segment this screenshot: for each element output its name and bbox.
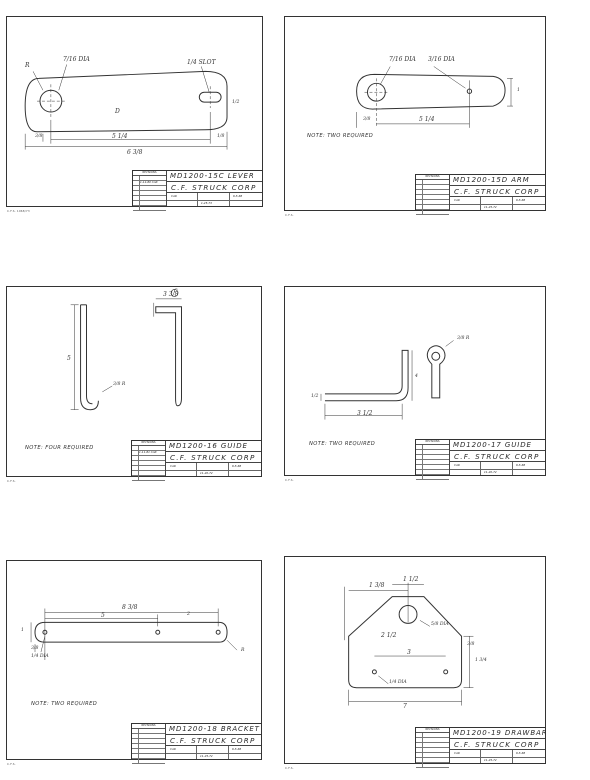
sheet-footer: C.F.S. — [7, 762, 16, 766]
drawing-sheet-drawbar: 1 3/8 1 1/2 5/8 DIA 2 1/2 3 1/4 DIA 7 1 … — [284, 556, 547, 770]
tb-checked: 6-5-68 — [516, 198, 526, 202]
dim-hole-dia: 1/4 DIA — [31, 654, 49, 659]
dim-edge: 3/8 — [31, 646, 39, 651]
company-name: C.F. STRUCK CORP — [450, 739, 545, 750]
dim-large-hole: 7/16 DIA — [389, 56, 416, 63]
sheet-footer: C.F.S. — [7, 479, 16, 483]
tb-date: 11-20-72 — [484, 470, 497, 474]
dim-top-width: 1 1/2 — [403, 576, 419, 583]
sheet-footer: C.F.S. — [285, 766, 294, 770]
title-block: REVISIONS MD1200-17 GUIDE C.F. STRUCK CO… — [415, 439, 545, 480]
drawing-sheet-arm: 7/16 DIA 3/16 DIA 5 1/4 3/8 1 NOTE: TWO … — [284, 16, 546, 217]
drawing-title: MD1200-17 GUIDE — [450, 440, 545, 451]
dim-circle-c: C — [174, 289, 178, 294]
title-block: REVISIONS MD1200-19 DRAWBAR C.F. STRUCK … — [415, 727, 547, 768]
dim-length: 5 1/4 — [419, 116, 435, 123]
drawbar-drawing — [344, 582, 474, 706]
arm-drawing — [356, 66, 513, 128]
drawing-title: MD1200-15D ARM — [450, 175, 545, 186]
guide-17-drawing — [320, 340, 454, 420]
tb-checked: 6-5-68 — [516, 751, 526, 755]
sheet-footer: C.F.S. 1968/73 — [7, 209, 30, 213]
drawing-title: MD1200-15C LEVER — [167, 171, 262, 182]
dim-small-hole: 1/4 DIA — [389, 680, 407, 685]
tb-date: 1-25-73 — [201, 201, 212, 205]
revision-note: 1-11-81 CAR — [139, 450, 157, 454]
dim-edge-left: 3/8 — [35, 134, 43, 139]
dim-radius: R — [25, 62, 30, 69]
dim-left-offset: 1 3/8 — [369, 582, 385, 589]
drawing-sheet-lever: R 7/16 DIA 1/4 SLOT D 5 1/4 6 3/8 3/8 1/… — [6, 16, 263, 213]
drawing-sheet-bracket: 8 3/8 5 2 3/8 1 1/4 DIA R NOTE: TWO REQU… — [6, 560, 262, 766]
required-note: NOTE: TWO REQUIRED — [307, 133, 374, 139]
dim-bend-radius: 3/8 R — [113, 382, 126, 387]
title-block: REVISIONS MD1200-18 BRACKET C.F. STRUCK … — [131, 723, 261, 764]
tb-checked: 6-5-68 — [232, 747, 242, 751]
bracket-drawing — [30, 608, 238, 660]
dim-edge: 3/8 — [467, 642, 475, 647]
drawing-title: MD1200-18 BRACKET — [166, 724, 261, 735]
dim-edge: 3/8 — [363, 117, 371, 122]
company-name: C.F. STRUCK CORP — [450, 186, 545, 197]
drawing-title: MD1200-16 GUIDE — [166, 441, 261, 452]
sheet-footer: C.F.S. — [285, 478, 294, 482]
required-note: NOTE: FOUR REQUIRED — [25, 445, 94, 451]
company-name: C.F. STRUCK CORP — [450, 451, 545, 462]
title-block: REVISIONS 1-11-81 CAR MD1200-16 GUIDE C.… — [131, 440, 261, 481]
title-block: REVISIONS 1-14-80 CAR MD1200-15C LEVER C… — [132, 170, 262, 211]
dim-overall: 7 — [403, 703, 407, 710]
tb-checked: 6-5-68 — [233, 194, 243, 198]
dim-height: 1 3/4 — [475, 658, 487, 663]
tb-date: 11-25-72 — [200, 754, 213, 758]
company-name: C.F. STRUCK CORP — [167, 182, 262, 193]
drawing-sheet-guide-16: 3 3/8 3/8 R 5 C NOTE: FOUR REQUIRED REVI… — [6, 286, 262, 483]
dim-hole-spacing: 3 — [407, 649, 411, 656]
dim-slot: 1/4 SLOT — [187, 59, 216, 66]
dim-length-inner: 5 1/4 — [112, 133, 128, 140]
guide-16-drawing — [70, 289, 182, 411]
tb-drawn-by: CAR — [170, 464, 176, 468]
company-name: C.F. STRUCK CORP — [166, 735, 261, 746]
dim-top-length: 3 3/8 — [163, 291, 179, 298]
dim-height: 1/2 — [232, 100, 240, 105]
tb-drawn-by: CAR — [170, 747, 176, 751]
dim-hole-dia: 5/8 DIA — [431, 622, 449, 627]
title-block: REVISIONS MD1200-15D ARM C.F. STRUCK COR… — [415, 174, 545, 215]
required-note: NOTE: TWO REQUIRED — [309, 441, 376, 447]
dim-center-spacing: 5 — [101, 612, 105, 619]
dim-length: 3 1/2 — [357, 410, 373, 417]
tb-date: 11-25-72 — [484, 205, 497, 209]
tb-drawn-by: CAR — [171, 194, 177, 198]
revision-note: 1-14-80 CAR — [140, 180, 158, 184]
dim-length-overall: 6 3/8 — [127, 149, 143, 156]
drawing-sheet-guide-17: 3/8 R 3 1/2 4 1/2 NOTE: TWO REQUIRED REV… — [284, 286, 546, 482]
drawing-title: MD1200-19 DRAWBAR — [450, 728, 547, 739]
required-note: NOTE: TWO REQUIRED — [31, 701, 98, 707]
tb-checked: 6-5-68 — [232, 464, 242, 468]
dim-end-spacing: 2 — [187, 612, 190, 617]
tb-date: 11-25-72 — [484, 758, 497, 762]
dim-edge-right: 1/8 — [217, 134, 225, 139]
tb-date: 11-20-72 — [200, 471, 213, 475]
sheet-footer: C.F.S. — [285, 213, 294, 217]
company-name: C.F. STRUCK CORP — [166, 452, 261, 463]
dim-hole-dia: 7/16 DIA — [63, 56, 90, 63]
dim-radius: 3/8 R — [457, 336, 470, 341]
tb-drawn-by: CAR — [454, 751, 460, 755]
dim-circle-d: D — [115, 108, 120, 115]
dim-radius: R — [241, 648, 245, 653]
dim-height: 5 — [67, 355, 71, 362]
lever-drawing — [24, 64, 252, 206]
dim-width: 1 — [21, 628, 24, 633]
dim-height: 4 — [415, 374, 418, 379]
dim-thickness: 1/2 — [311, 394, 319, 399]
dim-overall: 8 3/8 — [122, 604, 138, 611]
tb-checked: 6-5-68 — [516, 463, 526, 467]
tb-drawn-by: CAR — [454, 198, 460, 202]
dim-small-hole: 3/16 DIA — [428, 56, 455, 63]
tb-drawn-by: CAR — [454, 463, 460, 467]
dim-width: 1 — [517, 88, 520, 93]
dim-hole-offset: 2 1/2 — [381, 632, 397, 639]
